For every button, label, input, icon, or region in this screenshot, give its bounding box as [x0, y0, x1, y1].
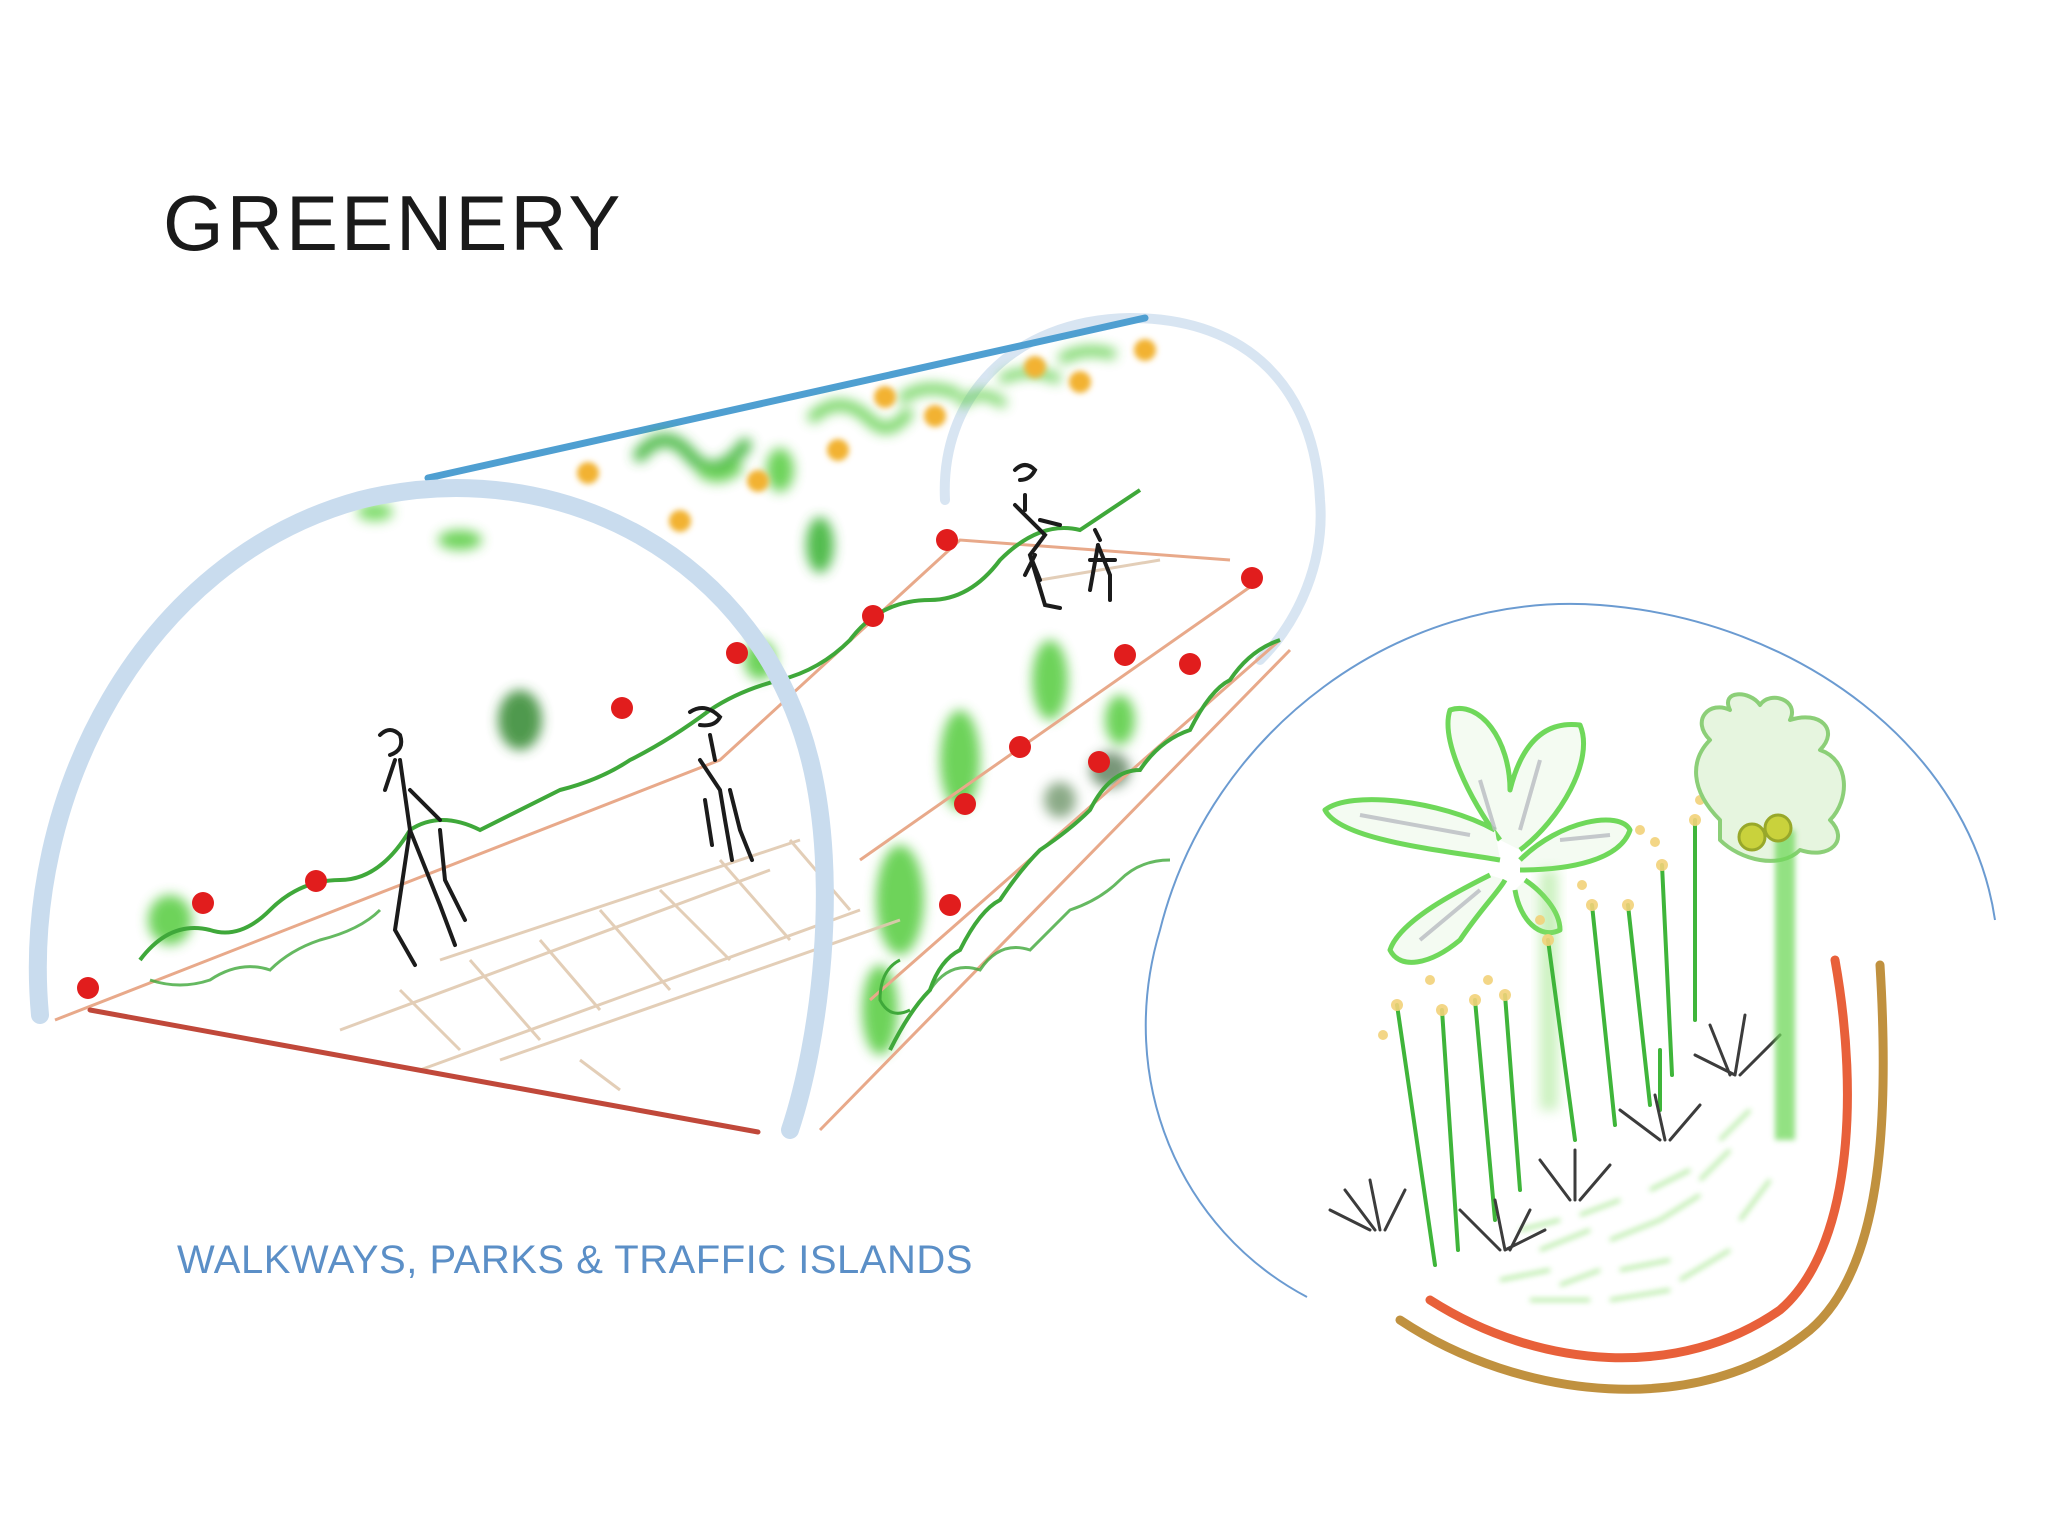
leafy-plant-veins: [1359, 759, 1611, 942]
ground-arc-brown: [1395, 960, 1888, 1394]
right-rail-lower: [869, 638, 1281, 1002]
spiky-tufts: [1328, 1013, 1782, 1252]
right-rail-base: [818, 648, 1292, 1132]
front-arch: [28, 479, 834, 1139]
palm-tree: [1694, 692, 1846, 1140]
base-line: [87, 1007, 761, 1135]
ground-arc-orange: [1425, 955, 1852, 1363]
slide-subtitle: WALKWAYS, PARKS & TRAFFIC ISLANDS: [177, 1238, 973, 1282]
circle-outline: [1144, 602, 1996, 1298]
slide-title: GREENERY: [163, 179, 624, 267]
canopy-foliage: [148, 346, 1135, 1055]
plant-closeup-circle: [1144, 602, 1996, 1394]
walking-figures: [378, 463, 1117, 967]
grass-buds: [1378, 795, 1705, 1040]
figure-4: [1088, 528, 1117, 602]
right-rail-upper: [859, 578, 1261, 862]
figure-2: [688, 706, 754, 862]
red-berries: [77, 529, 1263, 999]
back-arch: [939, 312, 1326, 665]
tunnel-walkway-sketch: [28, 312, 1326, 1139]
left-rail: [54, 538, 1231, 1022]
figure-3: [1013, 463, 1062, 610]
yellow-berries: [577, 339, 1156, 532]
figure-1: [378, 728, 467, 967]
ridge-line: [424, 314, 1149, 482]
left-hedge-vine: [138, 488, 1142, 962]
grass-stalks: [1395, 818, 1697, 1267]
leafy-plant: [1322, 706, 1633, 965]
leafy-plant-stem: [1540, 870, 1558, 1110]
ground-hatching: [1499, 1108, 1772, 1302]
right-hedge-vine: [888, 638, 1281, 1051]
